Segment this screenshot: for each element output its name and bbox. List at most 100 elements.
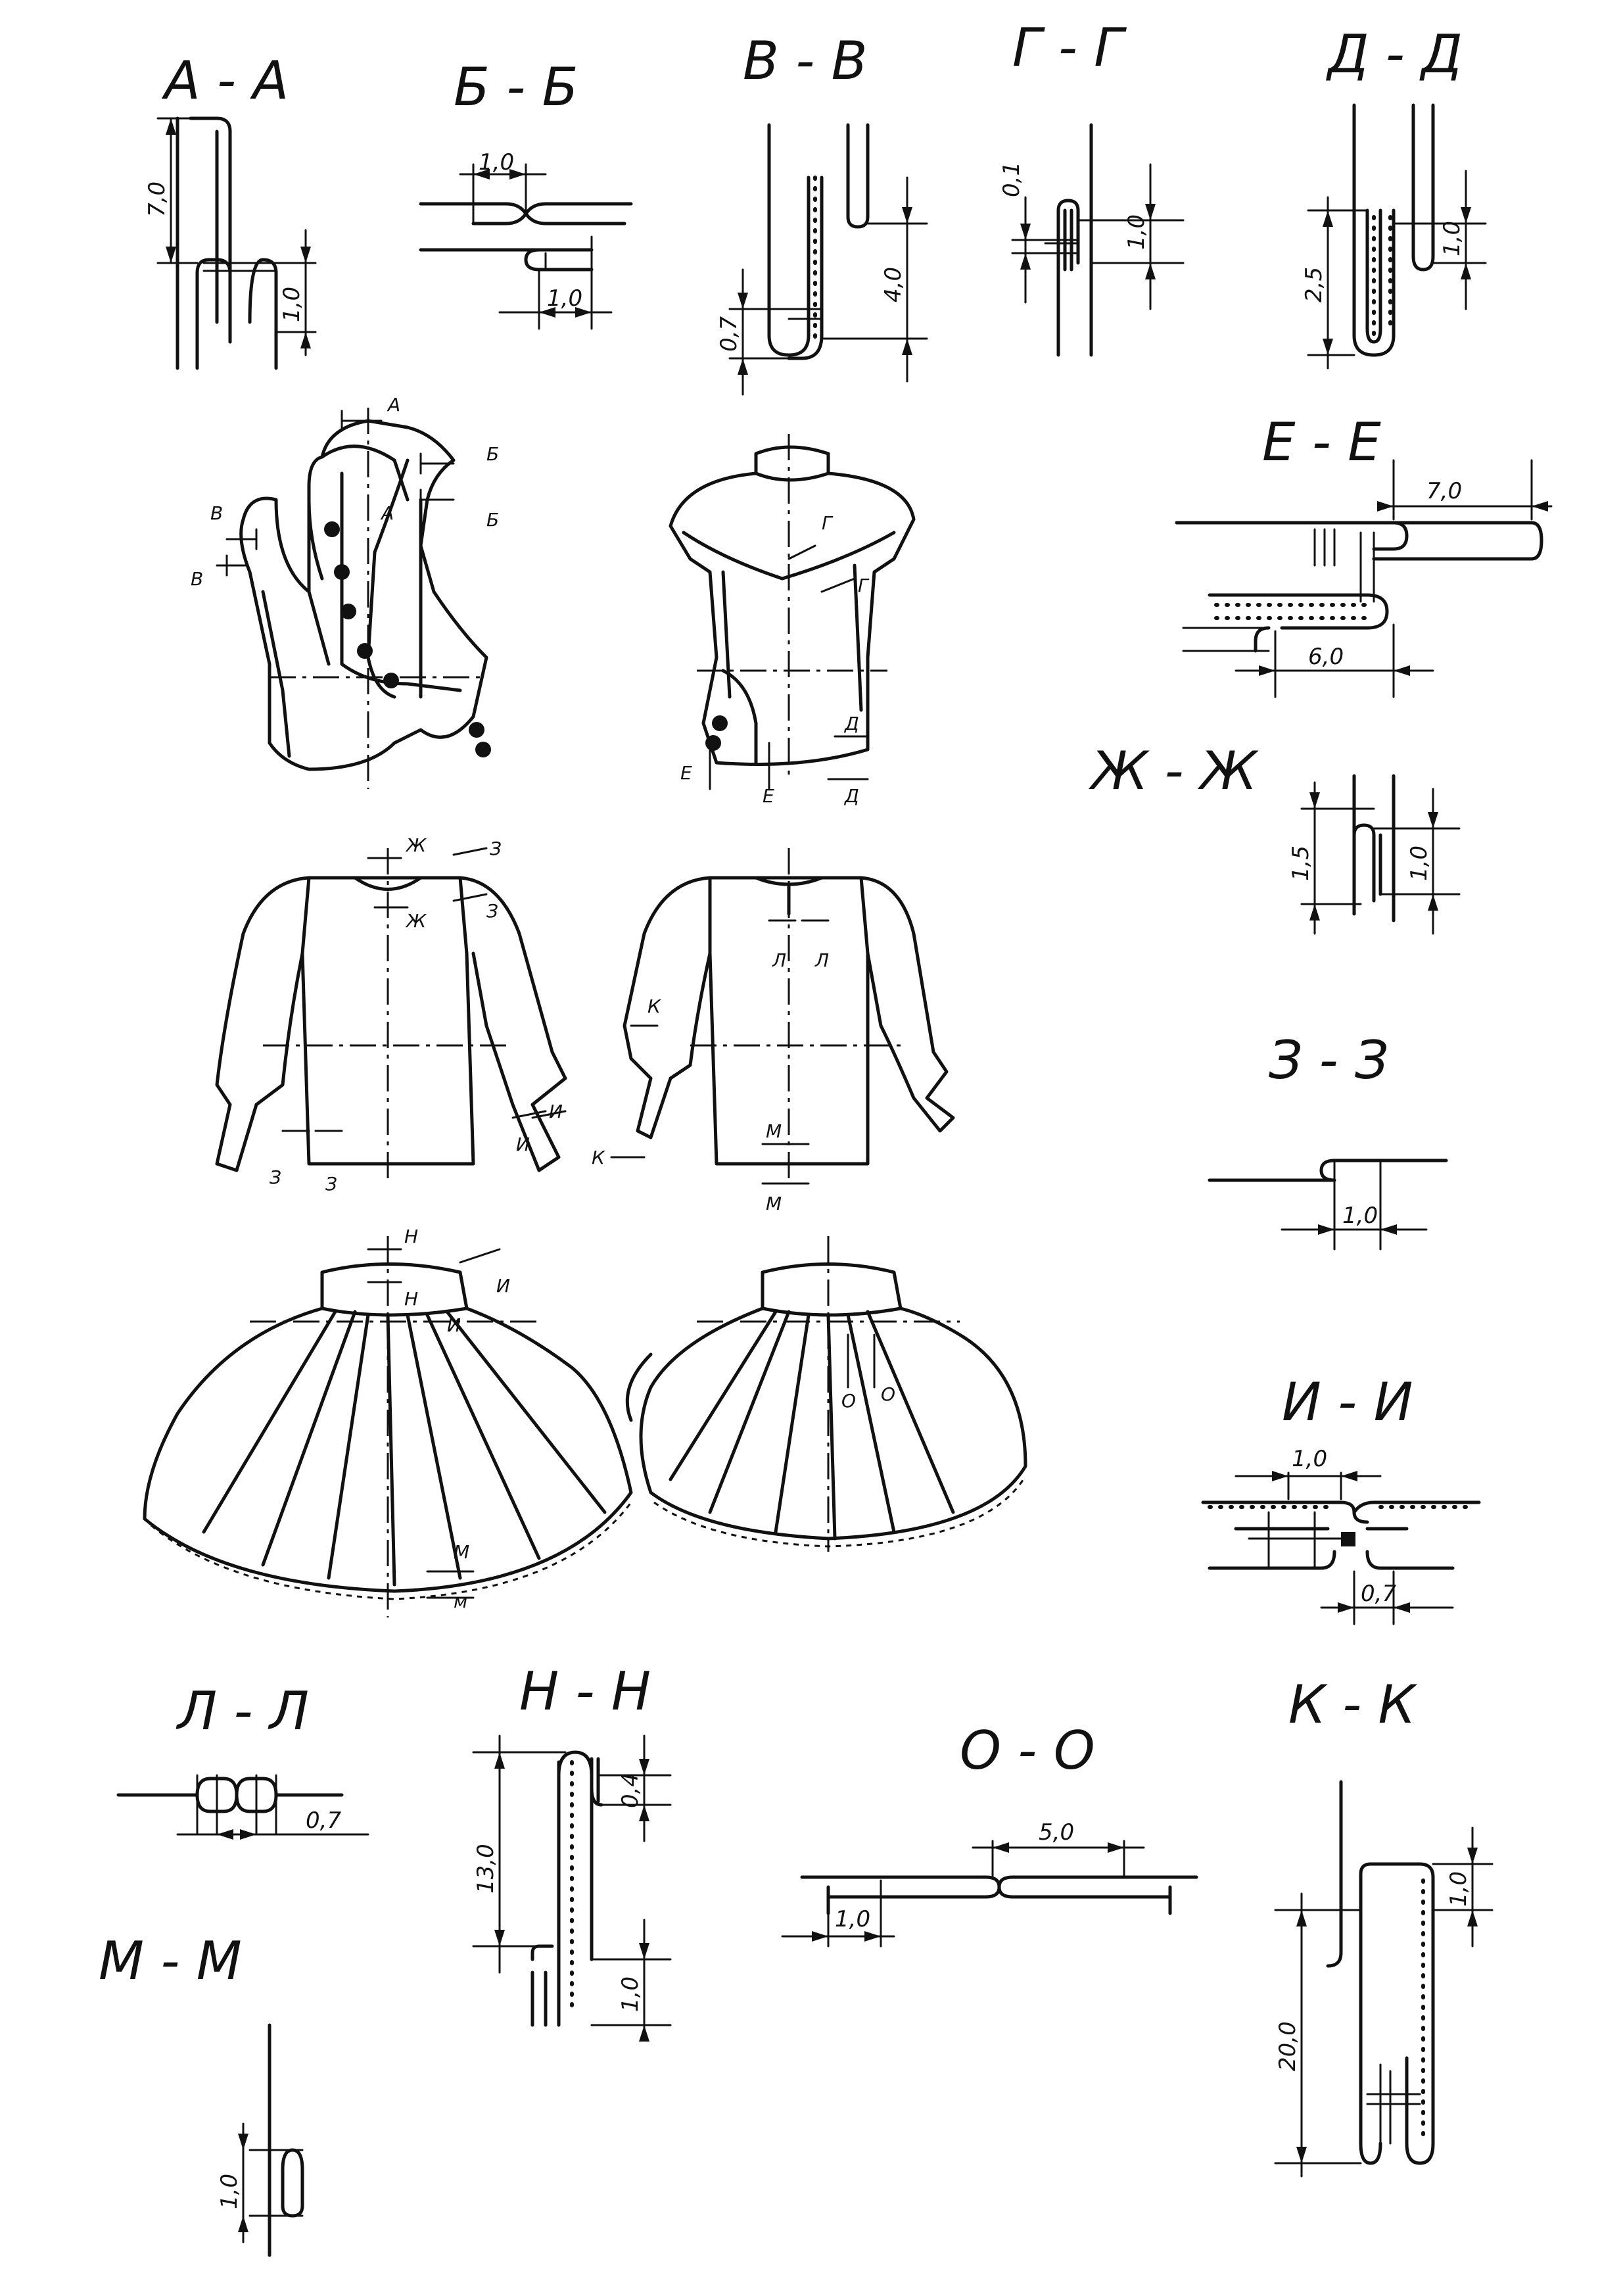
blouse-back-sketch: Л Л К К М М (592, 848, 955, 1214)
cut-label: К (647, 995, 661, 1017)
dimension-arrow (639, 1805, 649, 1821)
dimension-label: 0,7 (1361, 1581, 1396, 1607)
button-mark (324, 521, 340, 537)
skirt-front-pleat (202, 1310, 607, 1587)
button-mark (712, 715, 728, 731)
cut-label: И (549, 1101, 563, 1122)
dimension-arrow (1461, 207, 1471, 224)
section-title: Л - Л (176, 1681, 309, 1742)
fabric-fold-line (1352, 103, 1396, 357)
dimension-label: 4,0 (880, 267, 906, 302)
section-o-o: О - О 5,0 1,0 (781, 1720, 1198, 1948)
stitch-lines (202, 262, 277, 272)
section-title: О - О (960, 1720, 1095, 1781)
cut-marks (367, 1248, 501, 1599)
section-title: М - М (99, 1930, 242, 1992)
dimension-arrow (1380, 1224, 1397, 1235)
stitch-lines (788, 308, 823, 320)
cut-label: Ж (405, 834, 427, 856)
dimension-line (1274, 1892, 1362, 2178)
button-mark (705, 735, 721, 751)
seam-line (116, 1777, 344, 1813)
dimension-arrow (1394, 665, 1410, 676)
dimension-arrow (993, 1842, 1009, 1853)
fabric-fold-line (1208, 1527, 1455, 1570)
cut-label: м (454, 1590, 467, 1612)
cut-marks (847, 1333, 876, 1389)
dimension-arrow (509, 169, 526, 179)
cut-label: З (270, 1166, 281, 1188)
dimension-arrow (1108, 1842, 1124, 1853)
dimension-arrow (1145, 204, 1156, 220)
dimension-arrow (494, 1752, 505, 1769)
cut-marks (216, 410, 455, 577)
dimension-label: 20,0 (1275, 2021, 1301, 2071)
cut-label: З (486, 900, 498, 922)
cut-label: Ж (405, 910, 427, 932)
dimension-label: 13,0 (473, 1844, 499, 1894)
fabric-fold-line (557, 1750, 603, 2027)
dimension-label: 1,0 (1406, 846, 1432, 881)
cut-marks (610, 919, 830, 1185)
dimension-line (1235, 1471, 1382, 1500)
cut-label: Б (486, 443, 499, 465)
cut-label: М (766, 1193, 782, 1214)
dimension-label: 1,5 (1288, 846, 1314, 881)
skirt-front-waistband (320, 1262, 469, 1317)
cut-label: Н (404, 1226, 418, 1247)
section-title: Д - Д (1326, 24, 1463, 85)
button-mark (383, 673, 399, 688)
fabric-layer-line (530, 1773, 594, 2027)
section-k-k: К - К 1,0 20,0 (1274, 1674, 1494, 2178)
stitch-lines (1182, 528, 1375, 652)
dimension-line (1077, 163, 1185, 310)
dimension-line (590, 1919, 672, 2040)
jacket-panel-line (307, 498, 423, 699)
section-title: Г - Г (1012, 17, 1127, 78)
dimension-arrow (539, 307, 555, 318)
dimension-arrow (1323, 339, 1333, 355)
dimension-arrow (166, 247, 176, 263)
cut-label: В (210, 502, 223, 524)
section-n-n: Н - Н 13,0 0,4 1,0 (472, 1661, 672, 2042)
dimension-line (176, 1774, 369, 1836)
cut-label: Е (680, 762, 692, 784)
fabric-fold-line (1326, 1780, 1435, 2165)
dimension-arrow (902, 339, 912, 355)
dimension-arrow (473, 169, 490, 179)
jacket-yoke-line (682, 471, 896, 712)
dimension-arrow (902, 207, 912, 224)
blouse-front-sketch: Ж Ж З З З З И И (215, 834, 567, 1195)
dimension-arrow (575, 307, 592, 318)
dimension-label: 1,0 (479, 149, 514, 176)
blouse-back-right-sleeve (859, 876, 955, 1133)
dimension-arrow (1020, 224, 1031, 240)
dimension-arrow (639, 2025, 649, 2042)
dimension-arrow (1532, 501, 1548, 512)
button-mark (1341, 1532, 1355, 1546)
dimension-label: 1,0 (1446, 1871, 1472, 1907)
dimension-arrow (738, 358, 748, 375)
button-mark (475, 742, 491, 757)
center-axis-line (270, 408, 486, 789)
fabric-line (471, 202, 633, 226)
section-title: В - В (743, 30, 868, 91)
cut-label: Г (822, 512, 834, 534)
section-a-a: А - А 7,0 1,0 (144, 50, 317, 370)
jacket-collar-lapel (307, 444, 462, 692)
section-i-i: И - И 1,0 0,7 (1201, 1372, 1481, 1625)
cut-label: Б (486, 509, 499, 531)
dimension-arrow (1309, 792, 1320, 809)
button-mark (357, 643, 373, 659)
fabric-line (419, 202, 626, 226)
blouse-left-sleeve (215, 876, 311, 1172)
fabric-fold-line (1352, 774, 1396, 922)
center-axis-line (250, 1236, 539, 1617)
dimension-label: 0,7 (716, 316, 742, 352)
fabric-line (1201, 1500, 1481, 1524)
cut-label: Д (843, 713, 859, 734)
dimension-arrow (639, 1759, 649, 1775)
section-l-l: Л - Л 0,7 (116, 1681, 369, 1840)
cut-label: О (841, 1390, 856, 1412)
blouse-neckline (353, 876, 423, 891)
